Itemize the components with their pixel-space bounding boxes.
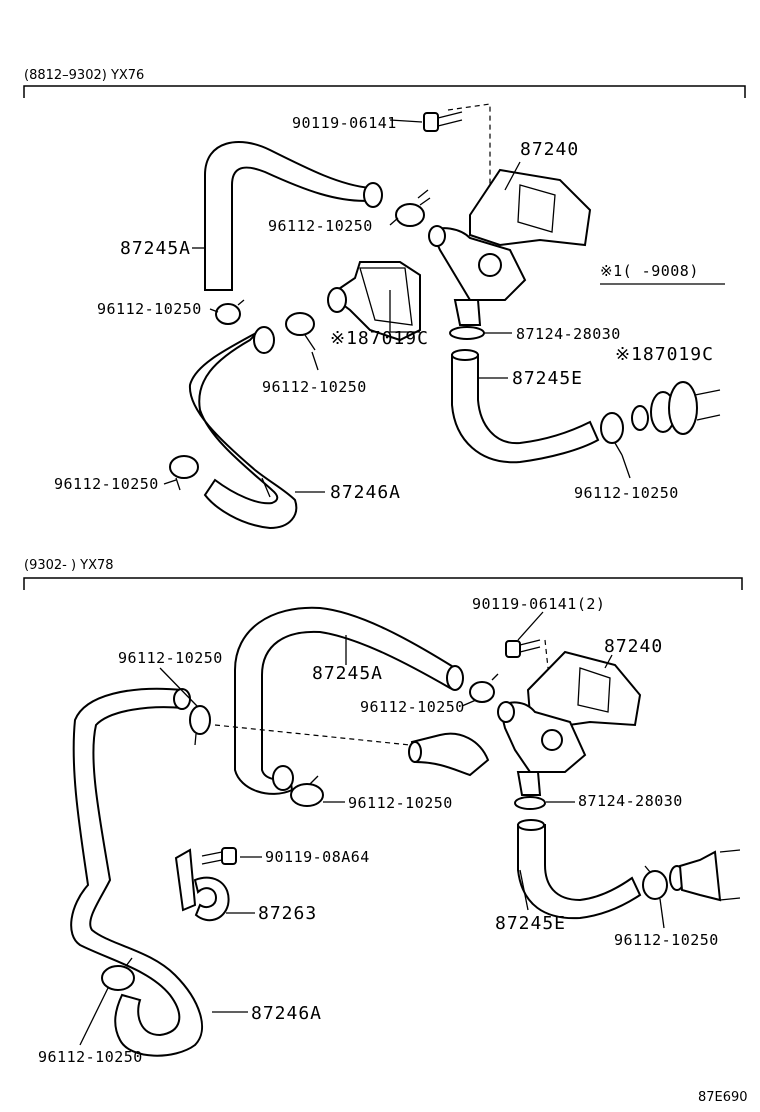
heater-unit-connector (631, 381, 721, 435)
label-clamp-b: 96112-10250 (97, 300, 202, 318)
label-note-range: ※1( -9008) (600, 262, 699, 280)
heater-unit-connector (669, 849, 741, 902)
water-valve-bracket (428, 168, 592, 326)
clamp-icon (290, 775, 324, 807)
label-bracket: 87240 (604, 636, 663, 657)
label-bracket: 87240 (520, 139, 579, 160)
leader-line (519, 869, 529, 911)
clamp-icon (642, 865, 668, 900)
hose-end (451, 349, 479, 361)
label-clamp-e: 96112-10250 (38, 1048, 143, 1066)
leader-line (389, 119, 423, 123)
figure-code: 87E690 (698, 1090, 748, 1105)
leader-line (209, 308, 219, 313)
leader-dashed (544, 639, 571, 671)
o-ring (514, 796, 546, 810)
label-hose-upper: 87245A (120, 238, 191, 259)
clamp-icon (600, 412, 624, 456)
label-hose-e: 87245E (512, 368, 583, 389)
leader-line (604, 654, 613, 669)
grommet-87019c (327, 261, 421, 342)
label-unit-note: ※187019C (615, 344, 714, 365)
label-bolt: 90119-06141(2) (472, 595, 605, 613)
label-clamp-c: 96112-10250 (348, 794, 453, 812)
label-clamp-b: 96112-10250 (360, 698, 465, 716)
label-clamp-d: 96112-10250 (574, 484, 679, 502)
clamp-icon (215, 299, 245, 325)
hose-87245e (451, 354, 600, 464)
hose-87246a (70, 687, 204, 1057)
label-valve-note: ※187019C (330, 328, 429, 349)
label-oring: 87124-28030 (516, 325, 621, 343)
bolt-icon (505, 639, 541, 658)
hose-end (446, 665, 464, 691)
leader-line (389, 217, 399, 226)
label-hose-lower: 87246A (330, 482, 401, 503)
water-valve-bracket (497, 650, 642, 796)
section-2-header: (9302- ) YX78 (24, 558, 114, 573)
bolt-icon (423, 111, 463, 132)
clamp-icon (469, 673, 499, 703)
clamp-icon (101, 957, 135, 991)
bolt-icon (201, 847, 237, 865)
hose-87245a-upper (204, 141, 380, 291)
leader-line (461, 699, 477, 707)
clamp-icon (395, 189, 431, 227)
label-clamp-d: 96112-10250 (614, 931, 719, 949)
hose-end (173, 688, 191, 710)
valve-outlet (408, 732, 490, 777)
clamp-icon (189, 705, 211, 746)
label-clip: 87263 (258, 903, 317, 924)
hose-87245e (517, 824, 642, 920)
leader-line (389, 290, 420, 333)
leader-line (517, 611, 544, 641)
leader-line (504, 161, 521, 191)
hose-end (363, 182, 383, 208)
clamp-icon (285, 312, 316, 351)
clamp-icon (169, 455, 199, 491)
leader-line (621, 454, 631, 479)
clip-87263 (174, 848, 230, 922)
section-2-frame (23, 577, 743, 590)
section-2: (9302- ) YX78 (23, 558, 743, 1066)
leader-line (261, 477, 271, 498)
label-hose-lower: 87246A (251, 1003, 322, 1024)
leader-dashed (447, 103, 491, 185)
section-1: (8812–9302) YX76 (23, 68, 746, 530)
leader-line (659, 898, 665, 929)
o-ring (449, 326, 485, 340)
hose-end (517, 819, 545, 831)
label-bolt: 90119-06141 (292, 114, 397, 132)
hose-87246a (188, 331, 298, 530)
leader-line (163, 479, 177, 485)
leader-line (79, 987, 109, 1046)
label-bolt-b: 90119-08A64 (265, 848, 370, 866)
hose-end (253, 326, 275, 354)
label-clamp-a: 96112-10250 (118, 649, 223, 667)
label-hose-upper: 87245A (312, 663, 383, 684)
leader-dashed (214, 724, 411, 746)
section-1-frame (23, 85, 746, 98)
label-clamp-a: 96112-10250 (268, 217, 373, 235)
label-clamp-c: 96112-10250 (262, 378, 367, 396)
hose-end (272, 765, 294, 791)
label-hose-e: 87245E (495, 913, 566, 934)
leader-line (159, 667, 198, 707)
section-1-header: (8812–9302) YX76 (24, 68, 144, 83)
leader-line (311, 351, 319, 371)
label-clamp-e: 96112-10250 (54, 475, 159, 493)
label-oring: 87124-28030 (578, 792, 683, 810)
